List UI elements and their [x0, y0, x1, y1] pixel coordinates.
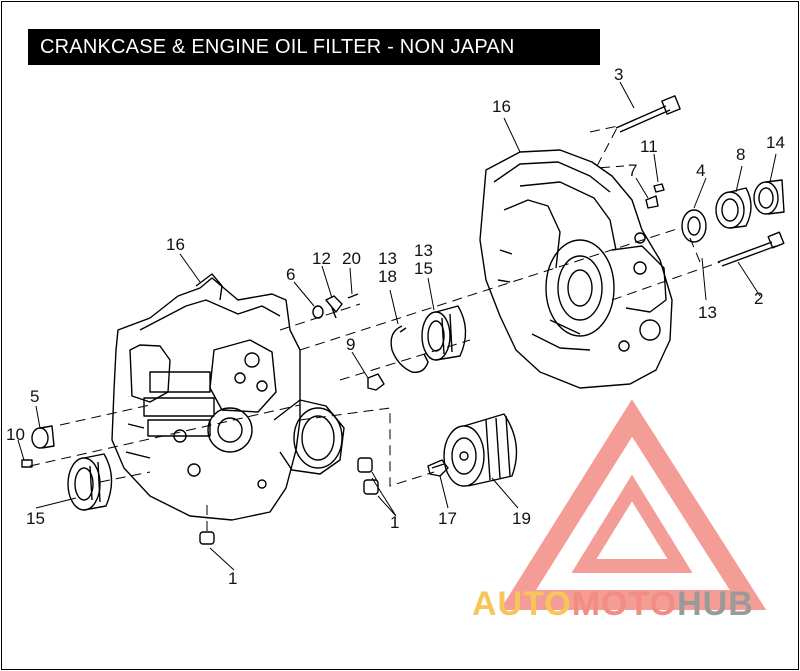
crankcase-bolts: [615, 95, 785, 267]
oil-filter: [443, 413, 518, 487]
dowel-7: [645, 195, 659, 209]
plug-fittings: [312, 293, 359, 319]
callout-9: 9: [346, 335, 355, 354]
watermark-moto: MOTO: [571, 585, 678, 623]
dowel-pin: [21, 459, 33, 468]
watermark-auto: AUTO: [472, 585, 572, 623]
left-crankcase-half: [111, 273, 345, 521]
bearing-upper: [421, 305, 467, 361]
callout-17: 17: [438, 509, 457, 528]
spacer: [367, 373, 385, 391]
callout-15-upper: 15: [414, 259, 433, 278]
needle-bearing: [31, 425, 55, 449]
callout-18: 18: [378, 267, 397, 286]
callout-2: 2: [754, 289, 763, 308]
callout-16-right: 16: [492, 97, 511, 116]
callout-19: 19: [512, 509, 531, 528]
callout-8: 8: [736, 145, 745, 164]
seal-spacer-bushing: [681, 179, 785, 243]
alignment-lines: [29, 125, 721, 534]
callout-16-left: 16: [166, 235, 185, 254]
callout-10: 10: [6, 425, 25, 444]
watermark-logo: [499, 399, 767, 610]
watermark-wordmark: AUTOMOTOHUB: [472, 585, 754, 624]
leader-lines: [17, 81, 777, 571]
callout-3: 3: [614, 65, 623, 84]
right-crankcase-half: [479, 149, 673, 389]
callout-15-lower: 15: [26, 509, 45, 528]
callout-14: 14: [766, 133, 785, 152]
diagram-title: CRANKCASE & ENGINE OIL FILTER - NON JAPA…: [28, 29, 600, 65]
callout-13-ring: 13: [378, 249, 397, 268]
callout-11: 11: [640, 137, 658, 156]
callout-1-bottom: 1: [228, 569, 237, 588]
bearing-lower: [67, 453, 113, 511]
callout-20: 20: [342, 249, 361, 268]
watermark-hub: HUB: [677, 585, 754, 623]
filter-mount-nipple: [427, 459, 449, 477]
callout-4: 4: [696, 161, 705, 180]
callout-13-seal: 13: [698, 303, 717, 322]
callout-12: 12: [312, 249, 331, 268]
callout-5: 5: [30, 387, 39, 406]
retaining-ring: [390, 325, 429, 373]
callout-7: 7: [628, 161, 637, 180]
dowel-11: [653, 183, 665, 193]
callout-1-right: 1: [390, 513, 399, 532]
callout-13-bearing: 13: [414, 241, 433, 260]
dowel-set: [199, 457, 379, 545]
callout-6: 6: [286, 265, 295, 284]
